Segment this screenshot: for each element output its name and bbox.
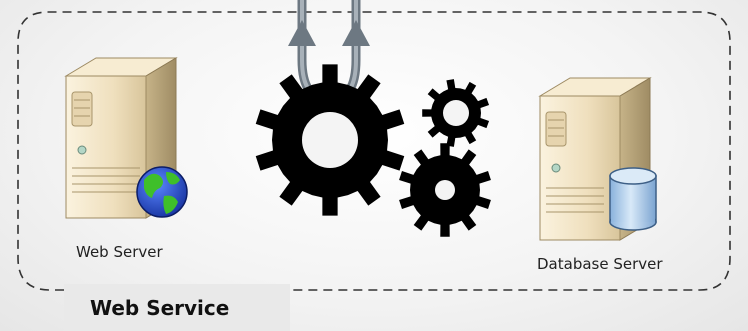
globe-icon: [137, 167, 187, 217]
database-icon: [610, 168, 656, 230]
database-server-label: Database Server: [537, 255, 663, 273]
small-gear: [422, 79, 489, 147]
gears-icon: [256, 64, 491, 236]
medium-gear: [399, 143, 491, 237]
boundary-label: Web Service: [90, 296, 229, 320]
web-server-label: Web Server: [76, 243, 163, 261]
large-gear: [256, 64, 405, 215]
